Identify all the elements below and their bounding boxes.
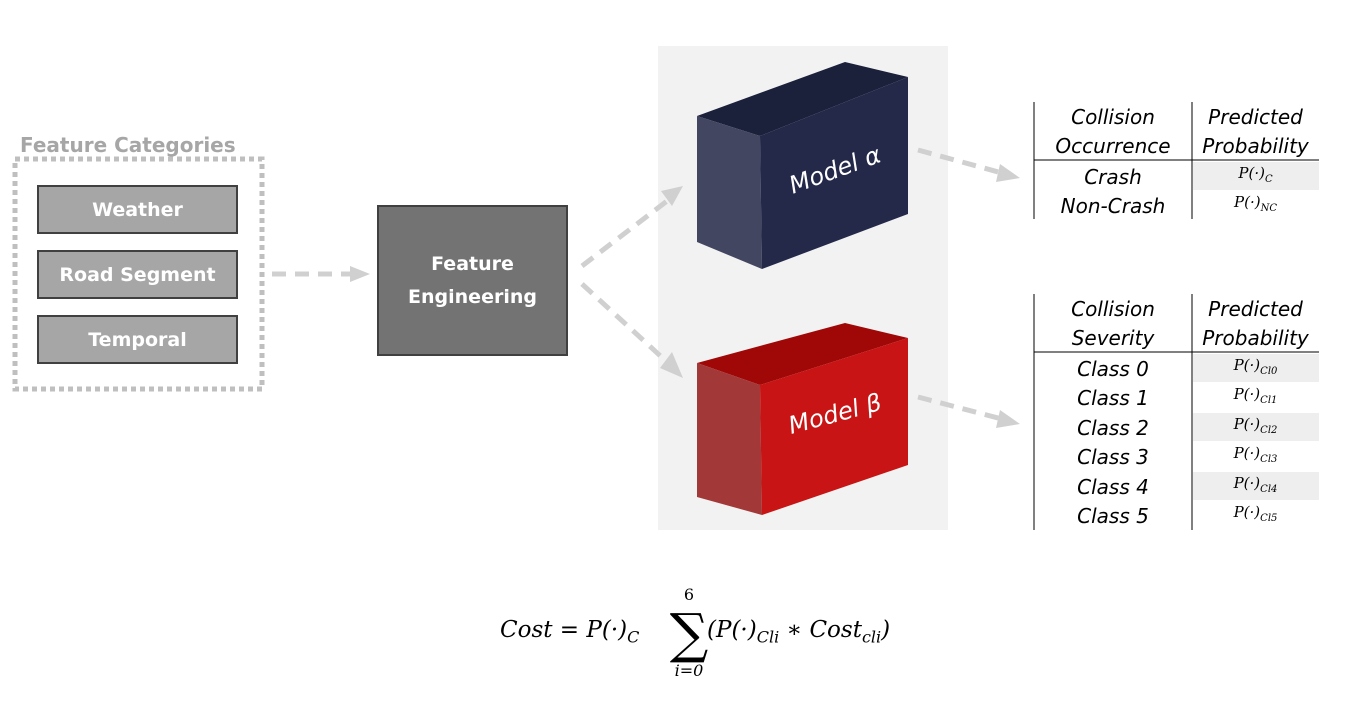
severity-row-label: Class 0 [1077, 357, 1149, 381]
feature-categories-title: Feature Categories [20, 133, 236, 157]
severity-row-label: Class 1 [1077, 386, 1149, 410]
occurrence-header-col1-line1: Collision [1071, 105, 1155, 129]
arrow-categories-to-fe [272, 266, 370, 282]
feature-categories-frame [12, 156, 265, 392]
occurrence-row-label: Non-Crash [1060, 194, 1166, 218]
occurrence-row-shade [1193, 162, 1319, 190]
severity-row-prob: P(·)Cl0 [1233, 356, 1278, 377]
occurrence-table-lines [1033, 102, 1319, 219]
arrow-fe-to-model-alpha [580, 186, 683, 268]
severity-row-prob: P(·)Cl4 [1233, 474, 1278, 495]
severity-row-prob: P(·)Cl2 [1233, 415, 1278, 436]
occurrence-header-col1-line2: Occurrence [1055, 134, 1171, 158]
model-alpha-front [760, 77, 908, 269]
formula-op: ∗ Cost [786, 617, 862, 643]
arrow-model-beta-to-table [917, 394, 1020, 428]
severity-header-col2-line2: Probability [1202, 326, 1309, 350]
summation-upper: 6 [684, 585, 694, 604]
feature-engineering-line2: Engineering [408, 285, 537, 308]
model-alpha-top [697, 62, 908, 136]
severity-row-shade [1193, 413, 1319, 441]
severity-row-label: Class 4 [1077, 475, 1149, 499]
severity-row-prob: P(·)Cl3 [1233, 444, 1278, 465]
model-beta-block: Model β [697, 323, 908, 515]
model-beta-side [697, 363, 762, 515]
formula-lhs: Cost = [500, 617, 580, 643]
model-beta-top [697, 323, 908, 385]
cost-formula: Cost = P(·)C [500, 617, 639, 647]
summation-lower: i=0 [675, 661, 704, 680]
formula-term-open: (P(·) [707, 617, 757, 643]
category-temporal: Temporal [37, 315, 238, 364]
model-alpha-side [697, 116, 762, 269]
formula-cost-sub: cli [861, 627, 882, 647]
occurrence-header-col2-line2: Probability [1202, 134, 1309, 158]
severity-row-label: Class 3 [1077, 445, 1149, 469]
model-alpha-block: Model α [697, 62, 908, 269]
feature-engineering-box: Feature Engineering [377, 205, 568, 356]
category-road-segment: Road Segment [37, 250, 238, 299]
occurrence-row-prob: P(·)NC [1234, 193, 1277, 214]
feature-engineering-line1: Feature [431, 253, 514, 276]
cost-formula-term: (P(·)Cli ∗ Costcli) [707, 617, 890, 647]
arrow-model-alpha-to-table [917, 147, 1020, 182]
occurrence-row-label: Crash [1084, 165, 1142, 189]
formula-p: P(·) [586, 617, 628, 643]
formula-p-sub: C [627, 627, 640, 647]
formula-term-sub: Cli [756, 627, 780, 647]
occurrence-header-col2-line1: Predicted [1208, 105, 1303, 129]
severity-header-col2-line1: Predicted [1208, 297, 1303, 321]
severity-table-lines [1033, 294, 1319, 530]
severity-row-prob: P(·)Cl5 [1233, 503, 1278, 524]
arrow-fe-to-model-beta [580, 282, 683, 378]
formula-term-close: ) [881, 617, 891, 643]
category-weather: Weather [37, 185, 238, 234]
severity-row-label: Class 5 [1077, 504, 1149, 528]
severity-row-prob: P(·)Cl1 [1233, 385, 1278, 406]
summation-symbol: ∑ [670, 602, 709, 665]
severity-row-shade [1193, 472, 1319, 500]
model-beta-front [760, 338, 908, 515]
severity-row-shade [1193, 354, 1319, 382]
severity-header-col1-line1: Collision [1071, 297, 1155, 321]
occurrence-row-prob: P(·)C [1238, 164, 1273, 185]
severity-row-label: Class 2 [1077, 416, 1149, 440]
severity-header-col1-line2: Severity [1071, 326, 1155, 350]
